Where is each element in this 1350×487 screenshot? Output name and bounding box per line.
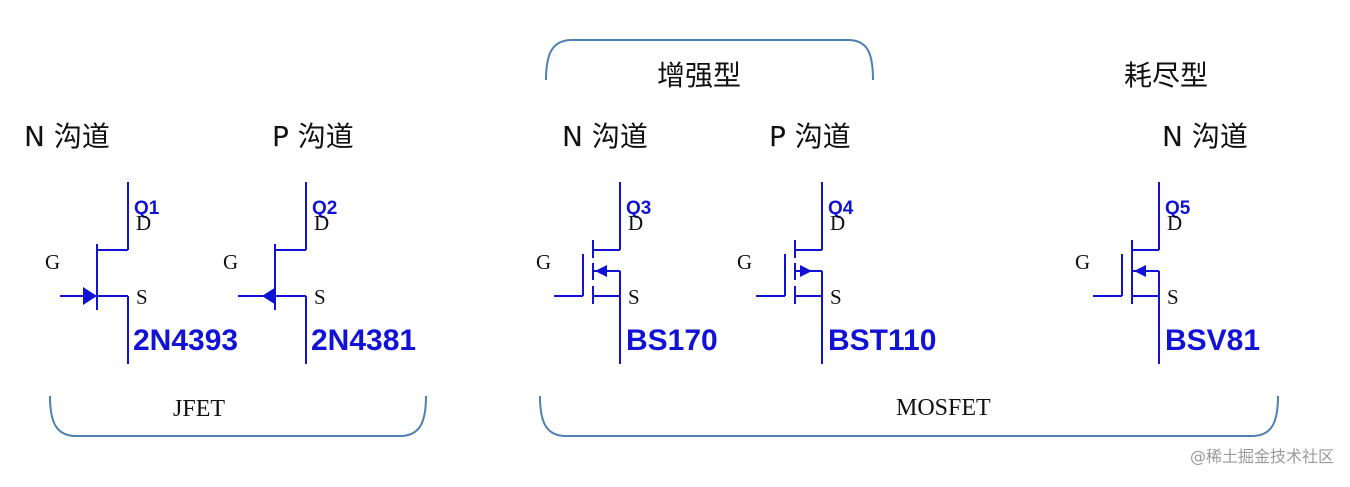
source-label: S [314, 285, 326, 309]
gate-label: G [737, 250, 753, 274]
channel-label-q4: P 沟道 [769, 120, 851, 153]
drain-label: D [628, 211, 644, 235]
jfet-bracket [49, 395, 427, 437]
mosfet-enh-p-symbol [756, 182, 823, 364]
drain-label: D [136, 211, 152, 235]
channel-label-q1: N 沟道 [24, 120, 110, 153]
channel-label-q5: N 沟道 [1162, 120, 1248, 153]
part-number: BSV81 [1165, 324, 1261, 357]
part-number: BST110 [828, 324, 937, 357]
jfet-n-symbol [60, 182, 129, 364]
mosfet-label: MOSFET [896, 395, 991, 421]
part-number: BS170 [626, 324, 718, 357]
gate-label: G [1075, 250, 1091, 274]
gate-label: G [223, 250, 239, 274]
drain-label: D [830, 211, 846, 235]
mosfet-bracket [539, 395, 1279, 437]
gate-label: G [45, 250, 61, 274]
ref-label: Q2 [312, 198, 338, 219]
watermark: @稀土掘金技术社区 [1189, 447, 1334, 466]
ref-label: Q3 [626, 198, 652, 219]
ref-label: Q1 [134, 198, 160, 219]
jfet-p-symbol [238, 182, 307, 364]
jfet-label: JFET [173, 396, 226, 422]
drain-label: D [1167, 211, 1183, 235]
ref-label: Q4 [828, 198, 854, 219]
source-label: S [136, 285, 148, 309]
part-number: 2N4393 [133, 324, 239, 357]
drain-label: D [314, 211, 330, 235]
channel-label-q2: P 沟道 [272, 120, 354, 153]
enhancement-bracket [545, 39, 874, 81]
depletion-label: 耗尽型 [1124, 59, 1209, 92]
part-number: 2N4381 [311, 324, 417, 357]
source-label: S [830, 285, 842, 309]
source-label: S [1167, 285, 1179, 309]
channel-label-q3: N 沟道 [562, 120, 648, 153]
source-label: S [628, 285, 640, 309]
mosfet-dep-n-symbol [1093, 182, 1160, 364]
ref-label: Q5 [1165, 198, 1191, 219]
enhancement-label: 增强型 [657, 59, 742, 92]
gate-label: G [536, 250, 552, 274]
mosfet-enh-n-symbol [554, 182, 621, 364]
